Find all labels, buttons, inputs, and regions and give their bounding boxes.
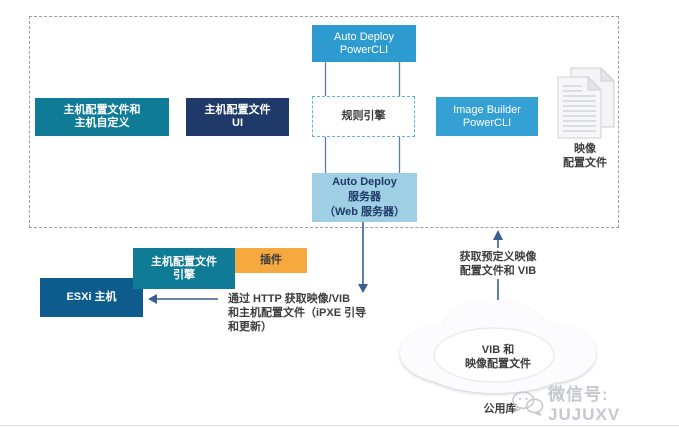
http-fetch-note: 通过 HTTP 获取映像/VIB 和主机配置文件（iPXE 引导 和更新） [228,293,367,333]
box-auto-deploy-powercli: Auto Deploy PowerCLI [312,25,416,62]
dashed-boundary-box [29,16,619,228]
box-host-profiles-customization: 主机配置文件和 主机自定义 [35,98,169,136]
bottom-divider [0,425,679,426]
box-auto-deploy-server: Auto Deploy 服务器 （Web 服务器） [312,173,417,222]
box-rules-engine: 规则引擎 [312,96,415,137]
cloud-icon [400,300,596,393]
box-esxi-host: ESXi 主机 [40,278,143,317]
box-host-profiles-ui: 主机配置文件 UI [186,98,289,136]
cloud-label: VIB 和 映像配置文件 [465,344,531,370]
box-host-profile-engine: 主机配置文件 引擎 [133,248,235,289]
document-stack-icon [557,66,616,139]
watermark-text: 微信号: JUJUXV [548,385,621,424]
public-depot-label: 公用库 [483,403,517,415]
watermark: 微信号: JUJUXV [510,380,679,425]
image-profiles-label: 映像 配置文件 [563,143,607,169]
box-plugin: 插件 [235,248,307,273]
wechat-icon [512,390,544,416]
box-image-builder-powercli: Image Builder PowerCLI [436,97,538,136]
fetch-predefined-note: 获取预定义映像 配置文件和 VIB [459,251,537,277]
